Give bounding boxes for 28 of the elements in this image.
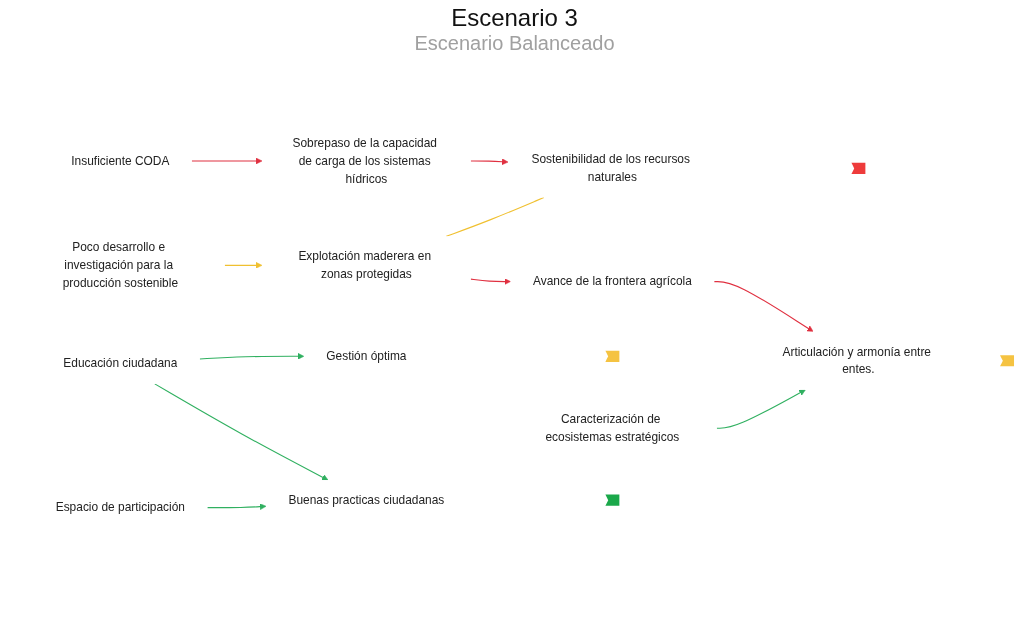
node-arrow — [850, 162, 865, 174]
node-arrow — [999, 354, 1014, 366]
arrow — [153, 382, 328, 480]
arrow — [198, 352, 304, 360]
arrow — [713, 280, 814, 332]
node-text: Explotación maderera en zonas protegidas — [297, 249, 431, 280]
node-arrow — [604, 350, 619, 362]
connector — [445, 196, 544, 237]
subtitle: Escenario Balanceado — [413, 32, 616, 55]
node-text: Articulación y armonía entre entes. — [781, 344, 931, 376]
node-text: Insuficiente CODA — [70, 153, 169, 167]
arrow — [223, 261, 262, 269]
node-text: Caracterización de ecosistemas estratégicos — [544, 412, 679, 443]
title: Escenario 3 — [451, 4, 578, 32]
arrow — [469, 277, 511, 285]
arrow — [715, 389, 806, 429]
arrow — [190, 157, 262, 164]
node-text: Poco desarrollo e investigación para la producción sostenible — [62, 240, 178, 289]
arrow — [469, 158, 508, 165]
node-text: Gestión óptima — [325, 349, 406, 362]
node-arrow — [604, 494, 619, 506]
node-text: Espacio de participación — [55, 500, 185, 514]
node-text: Sobrepaso de la capacidad de carga de los sistemas hídricos — [291, 136, 437, 185]
node-text: Sostenibilidad de los recursos naturales — [530, 152, 690, 183]
node-text: Buenas practicas ciudadanas — [287, 493, 444, 506]
arrow — [206, 503, 266, 510]
node-text: Educación ciudadana — [62, 356, 177, 370]
node-text: Avance de la frontera agrícola — [532, 274, 692, 288]
